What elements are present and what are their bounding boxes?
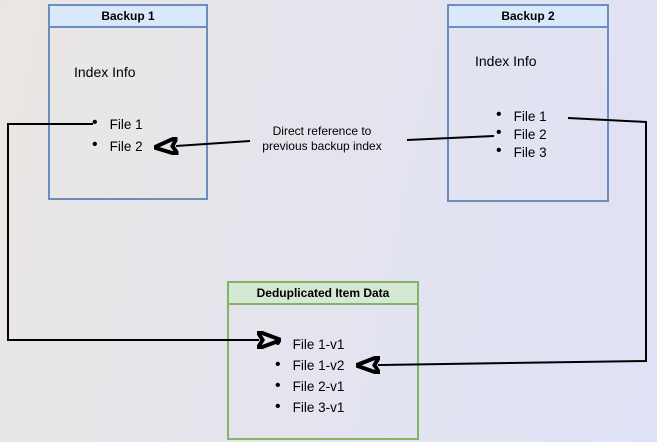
dedup-title: Deduplicated Item Data: [229, 283, 417, 305]
backup2-file-list: File 1 File 2 File 3: [496, 107, 547, 161]
list-item: File 1-v2: [275, 355, 345, 376]
list-item: File 3-v1: [275, 397, 345, 418]
list-item: File 2: [496, 125, 547, 143]
dedup-box: Deduplicated Item Data: [227, 281, 419, 440]
list-item: File 1: [496, 107, 547, 125]
backup2-box: Backup 2: [447, 4, 609, 202]
edge-label-line2: previous backup index: [262, 139, 382, 153]
list-item: File 3: [496, 143, 547, 161]
list-item: File 2: [92, 135, 143, 157]
list-item: File 1-v1: [275, 334, 345, 355]
backup1-heading: Index Info: [74, 64, 136, 80]
list-item: File 1: [92, 113, 143, 135]
dedup-file-list: File 1-v1 File 1-v2 File 2-v1 File 3-v1: [275, 334, 345, 418]
backup1-box: Backup 1: [48, 4, 208, 200]
list-item: File 2-v1: [275, 376, 345, 397]
backup1-file-list: File 1 File 2: [92, 113, 143, 157]
backup1-title: Backup 1: [50, 6, 206, 28]
edge-label: Direct reference to previous backup inde…: [239, 124, 405, 154]
backup2-heading: Index Info: [475, 53, 537, 69]
backup2-title: Backup 2: [449, 6, 607, 28]
edge-label-line1: Direct reference to: [272, 124, 372, 138]
